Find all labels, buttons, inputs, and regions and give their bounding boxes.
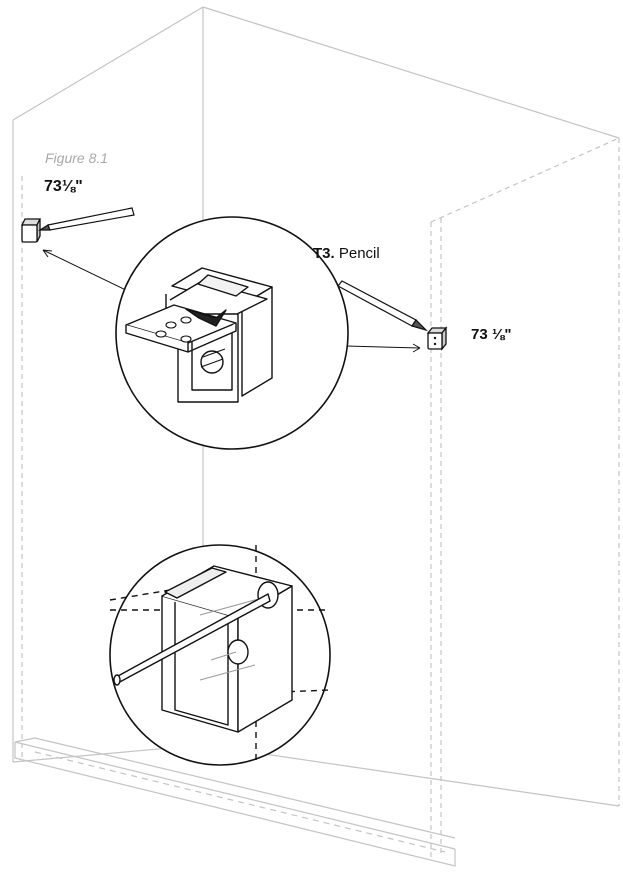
arrow-icon bbox=[42, 249, 421, 353]
detail-circle-top bbox=[115, 216, 349, 450]
cabinet-outline bbox=[12, 6, 620, 867]
tool-name: Pencil bbox=[338, 245, 380, 262]
figure-caption: Figure 8.1 bbox=[45, 150, 109, 166]
pencil-icon bbox=[37, 207, 135, 231]
measurement-right: 73 ⅛" bbox=[471, 326, 512, 343]
pencil-icon bbox=[337, 280, 429, 332]
detail-circle-bottom bbox=[109, 544, 331, 766]
tool-code: T3. bbox=[313, 245, 335, 262]
tool-label: T3. Pencil bbox=[313, 246, 380, 261]
measurement-left: 73⅛" bbox=[44, 178, 83, 195]
marking-jig-icon bbox=[426, 326, 448, 351]
marking-jig-icon bbox=[20, 218, 42, 243]
